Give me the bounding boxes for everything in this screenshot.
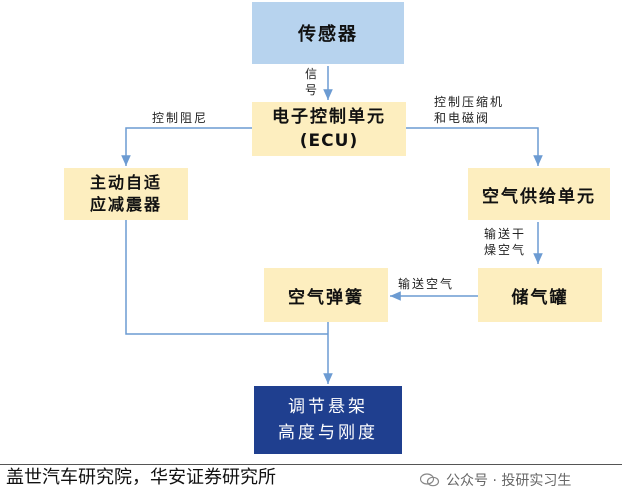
arrow-ecu-to-damper bbox=[121, 127, 252, 166]
source-note: 盖世汽车研究院，华安证券研究所 bbox=[6, 467, 276, 488]
deliver-air-label: 输送空气 bbox=[398, 277, 455, 291]
damper-node: 主动自适 应减震器 bbox=[64, 168, 188, 220]
air-supply-label: 空气供给单元 bbox=[482, 186, 596, 207]
control-damping-label: 控制阻尼 bbox=[152, 111, 209, 125]
signal-label: 信 号 bbox=[305, 67, 320, 97]
damper-label-1: 主动自适 bbox=[89, 173, 162, 192]
tank-label: 储气罐 bbox=[511, 287, 569, 308]
ecu-label: 电子控制单元 bbox=[272, 107, 386, 127]
sensor-node: 传感器 bbox=[252, 2, 404, 64]
air-spring-label: 空气弹簧 bbox=[288, 287, 364, 308]
watermark: 公众号 · 投研实习生 bbox=[420, 470, 571, 490]
air-supply-node: 空气供给单元 bbox=[468, 168, 610, 220]
sensor-label: 传感器 bbox=[298, 24, 358, 45]
dry-air-label: 输送干 燥空气 bbox=[484, 227, 527, 257]
ecu-node: 电子控制单元 (ECU) bbox=[252, 102, 406, 156]
tank-node: 储气罐 bbox=[478, 268, 602, 322]
control-compressor-label: 控制压缩机 和电磁阀 bbox=[434, 95, 505, 125]
arrow-ecu-to-air-supply bbox=[406, 127, 543, 166]
wechat-icon bbox=[420, 473, 440, 487]
adjust-node: 调节悬架 高度与刚度 bbox=[254, 386, 402, 454]
damper-label-2: 应减震器 bbox=[89, 195, 162, 214]
ecu-abbr: (ECU) bbox=[299, 131, 359, 151]
footer-divider bbox=[0, 464, 622, 465]
watermark-text: 公众号 · 投研实习生 bbox=[446, 473, 572, 489]
line-damper-down bbox=[125, 220, 328, 335]
adjust-label-1: 调节悬架 bbox=[288, 397, 368, 417]
air-spring-node: 空气弹簧 bbox=[264, 268, 388, 322]
adjust-label-2: 高度与刚度 bbox=[278, 423, 378, 443]
